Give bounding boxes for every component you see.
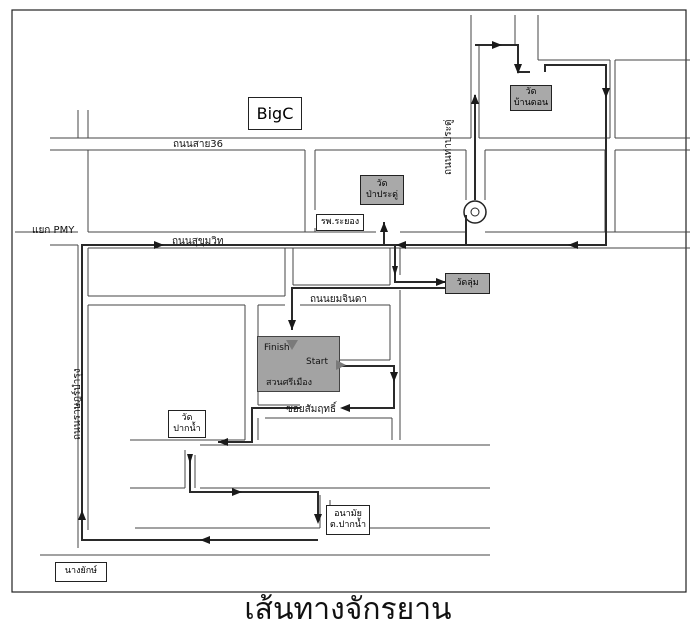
wat-pak-nam-line1: วัด [181, 412, 193, 423]
road-sukhumvit-label: ถนนสุขุมวิท [172, 236, 224, 247]
map-frame [11, 9, 687, 593]
road-tha-pradu-label: ถนนท่าประดู่ [443, 119, 454, 175]
wat-ban-don-marker: วัด บ้านดอน [510, 85, 552, 111]
park-name-label: สวนศรีเมือง [266, 378, 313, 388]
road-soi-sumsamrit-label: ซอยสัมฤทธิ์ [286, 404, 337, 415]
wat-ban-don-line1: วัด [525, 86, 537, 97]
nang-yak-label: นางยักษ์ [64, 566, 98, 577]
wat-lum-marker: วัดลุ่ม [445, 273, 490, 294]
bigc-label: BigC [248, 97, 302, 130]
rp-rayong-label: รพ.ระยอง [320, 216, 360, 227]
road-sai36-label: ถนนสาย36 [173, 139, 224, 150]
wat-ban-don-line2: บ้านดอน [513, 98, 549, 108]
wat-pa-pradu-marker: วัด ป่าประดู่ [360, 175, 404, 205]
bicycle-route [81, 44, 607, 541]
road-ratbumrung-label: ถนนราษฎร์บำรุง [72, 368, 83, 440]
wat-lum-label: วัดลุ่ม [456, 277, 479, 288]
road-pmy-label: แยก PMY [32, 225, 75, 236]
wat-pa-pradu-line2: ป่าประดู่ [366, 190, 398, 200]
wat-pak-nam-line2: ปากน้ำ [173, 424, 201, 434]
park-start-finish: Finish Start สวนศรีเมือง [257, 336, 340, 392]
route-arrows [78, 41, 610, 544]
anamai-line1: อนามัย [334, 508, 362, 519]
rp-rayong-marker: รพ.ระยอง [316, 214, 364, 231]
wat-pa-pradu-line1: วัด [376, 178, 388, 189]
road-network [15, 15, 690, 556]
anamai-marker: อนามัย ต.ปากน้ำ [326, 505, 370, 535]
nang-yak-marker: นางยักษ์ [55, 562, 107, 582]
map-title: เส้นทางจักรยาน [244, 592, 452, 627]
anamai-line2: ต.ปากน้ำ [329, 520, 367, 530]
finish-label: Finish [264, 343, 290, 353]
start-label: Start [306, 357, 328, 367]
wat-pak-nam-marker: วัด ปากน้ำ [168, 410, 206, 438]
road-yomjinda-label: ถนนยมจินดา [310, 294, 367, 305]
